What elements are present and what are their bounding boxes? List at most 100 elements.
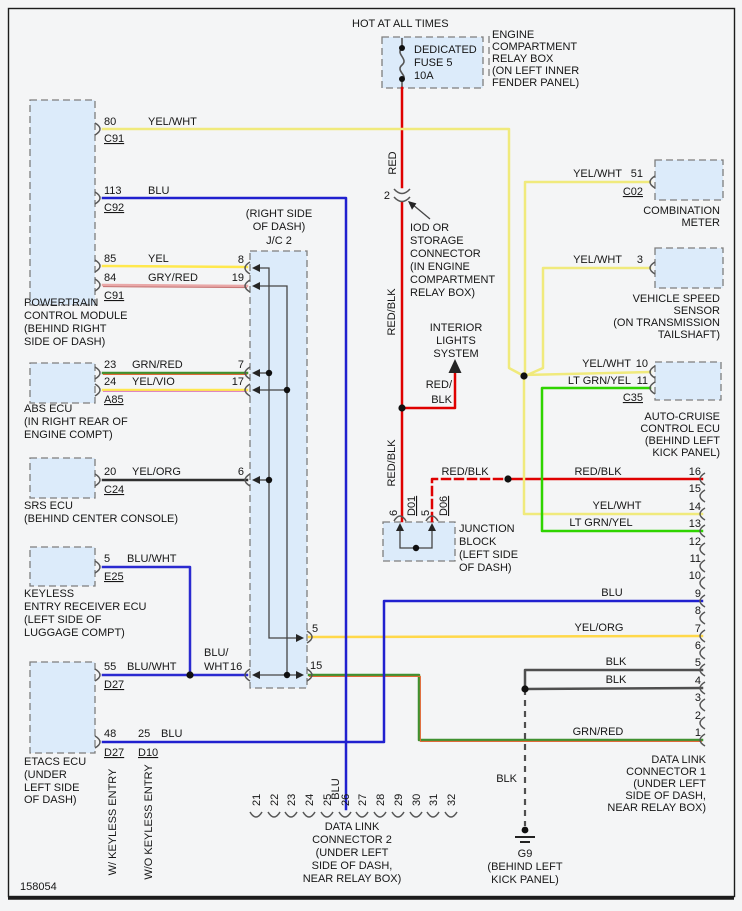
wire-redblk-dashed-d06	[430, 477, 510, 523]
dlc1-pin-num: 1	[695, 727, 701, 739]
comb-meter-pin-num: 51	[631, 168, 643, 180]
comb-meter-wire: YEL/WHT	[573, 168, 622, 180]
dlc2-label: NEAR RELAY BOX)	[303, 873, 402, 885]
abs-label: (IN RIGHT REAR OF	[24, 416, 128, 428]
dlc2-pin-num: 27	[357, 794, 369, 806]
dlc1-pin-arc	[699, 594, 706, 608]
pcm-pin113-conn: C92	[104, 202, 124, 214]
pcm-pin84-wire: GRY/RED	[148, 272, 198, 284]
pcm-pin113-wire: BLU	[148, 185, 169, 197]
pcm-label: SIDE OF DASH)	[24, 336, 105, 348]
dlc1-wire-label: BLK	[606, 674, 627, 686]
ground-label: KICK PANEL)	[491, 874, 559, 886]
wire-label-redblk-lower: RED/BLK	[386, 439, 398, 487]
arrow-jc2-pin16	[252, 671, 260, 679]
dlc2-pin-arc	[426, 811, 440, 818]
etacs-label: OF DASH)	[24, 794, 77, 806]
ground-wire-label: BLK	[496, 773, 517, 785]
cruise-pin11-wire: LT GRN/YEL	[568, 375, 631, 387]
dlc1-pin-num: 16	[689, 466, 701, 478]
pcm-label: (BEHIND RIGHT	[24, 323, 107, 335]
pcm-label: CONTROL MODULE	[24, 310, 128, 322]
wire-yelwht-vss	[523, 266, 652, 378]
cruise-pin10-num: 10	[636, 358, 648, 370]
keyless-pin5-wire: BLU/WHT	[127, 553, 177, 565]
cruise-label: KICK PANEL)	[652, 447, 720, 459]
jc2-pin8-arc	[244, 261, 251, 275]
dlc1-pin-num: 9	[695, 588, 701, 600]
dlc1-wire-label: YEL/ORG	[575, 622, 624, 634]
dlc2-pin-num: 23	[286, 794, 298, 806]
dlc1-label: (UNDER LEFT	[633, 778, 706, 790]
dlc1-pin-arc	[699, 542, 706, 556]
keyless-label: (LEFT SIDE OF	[24, 614, 102, 626]
jblock-label: OF DASH)	[459, 562, 512, 574]
keyless-conn: E25	[104, 571, 124, 583]
pcm-pin85-wire: YEL	[148, 253, 169, 265]
jc2-pin17-arc	[244, 383, 251, 397]
jc2-box	[249, 250, 308, 689]
jc2-pin15-arc	[306, 668, 313, 682]
wire-yelwht-cruise-10	[522, 370, 652, 377]
pcm-pin113-num: 113	[104, 185, 122, 197]
arrow-jc2-pin15	[296, 671, 304, 679]
iod-label: IOD OR	[410, 222, 449, 234]
arrow-jc2-pin7	[252, 369, 260, 377]
etacs-pin48-num: 48	[104, 728, 116, 740]
comb-meter-conn: C02	[623, 186, 643, 198]
dlc1-pin-num: 10	[689, 570, 701, 582]
arrow-jc2-pin8	[252, 264, 260, 272]
dlc1-label: NEAR RELAY BOX)	[607, 802, 706, 814]
pcm-box	[29, 99, 96, 306]
abs-pin24-arc	[94, 383, 101, 397]
arrow-jblock-pin5	[428, 523, 436, 531]
connector-arcs	[94, 122, 656, 749]
arrow-jc2-pin5	[296, 634, 304, 642]
dlc1-pin-arc	[699, 507, 706, 521]
dlc1-pin-num: 12	[689, 536, 701, 548]
ground-dot	[521, 826, 529, 834]
keyless-pin5-num: 5	[104, 553, 110, 565]
dlc2-pin-numbers: 21 22 23 24 25 26 27 28 29 30 31 32	[251, 794, 458, 806]
dlc1-wire-label: RED/BLK	[574, 466, 622, 478]
srs-label: (BEHIND CENTER CONSOLE)	[24, 513, 178, 525]
etacs-pin48-arc	[94, 735, 101, 749]
dlc2-pin-arc	[267, 811, 281, 818]
etacs-label: (UNDER	[24, 769, 67, 781]
dlc2-label: DATA LINK	[325, 821, 380, 833]
dlc2-pin-num: 28	[375, 794, 387, 806]
vss-label: SENSOR	[674, 305, 721, 317]
relay-box-label: RELAY BOX	[492, 53, 554, 65]
dlc2-pin-arc	[249, 811, 263, 818]
interior-wire-label: RED/	[426, 379, 453, 391]
dlc1-pin-num: 13	[689, 518, 701, 530]
iod-label: (IN ENGINE	[410, 261, 470, 273]
dlc2-pin-num: 25	[322, 794, 334, 806]
jblock-pin6-conn: D01	[406, 496, 418, 516]
srs-pin20-wire: YEL/ORG	[132, 466, 181, 478]
dlc1-pin-num: 6	[695, 640, 701, 652]
dlc1-pin-num: 2	[695, 710, 701, 722]
jblock-dashed-wire-label: RED/BLK	[441, 466, 489, 478]
abs-box	[29, 362, 96, 404]
dlc1-pin-arc	[699, 733, 706, 747]
jc2-pin16-num: 16	[230, 661, 242, 673]
etacs-pin25-num: 25	[138, 728, 150, 740]
dlc1-pin-arc	[699, 559, 706, 573]
fuse-terminal-dot	[399, 76, 405, 82]
junction-dot	[521, 685, 529, 693]
etacs-pin55-wire: BLU/WHT	[127, 661, 177, 673]
jc2-title: (RIGHT SIDE	[246, 208, 312, 220]
abs-label: ABS ECU	[24, 403, 72, 415]
cruise-label: (BEHIND LEFT	[645, 435, 720, 447]
wire-yel-pcm85	[101, 264, 249, 269]
vss-label: TAILSHAFT)	[658, 329, 720, 341]
fuse-box	[381, 36, 484, 89]
dlc1-pin-arc	[699, 663, 706, 677]
junction-dot	[283, 671, 291, 679]
dlc1-pin-arc	[699, 489, 706, 503]
etacs-pin55-arc	[94, 668, 101, 682]
cruise-label: AUTO-CRUISE	[644, 411, 720, 423]
wire-blk-dlc1-4	[523, 686, 704, 691]
